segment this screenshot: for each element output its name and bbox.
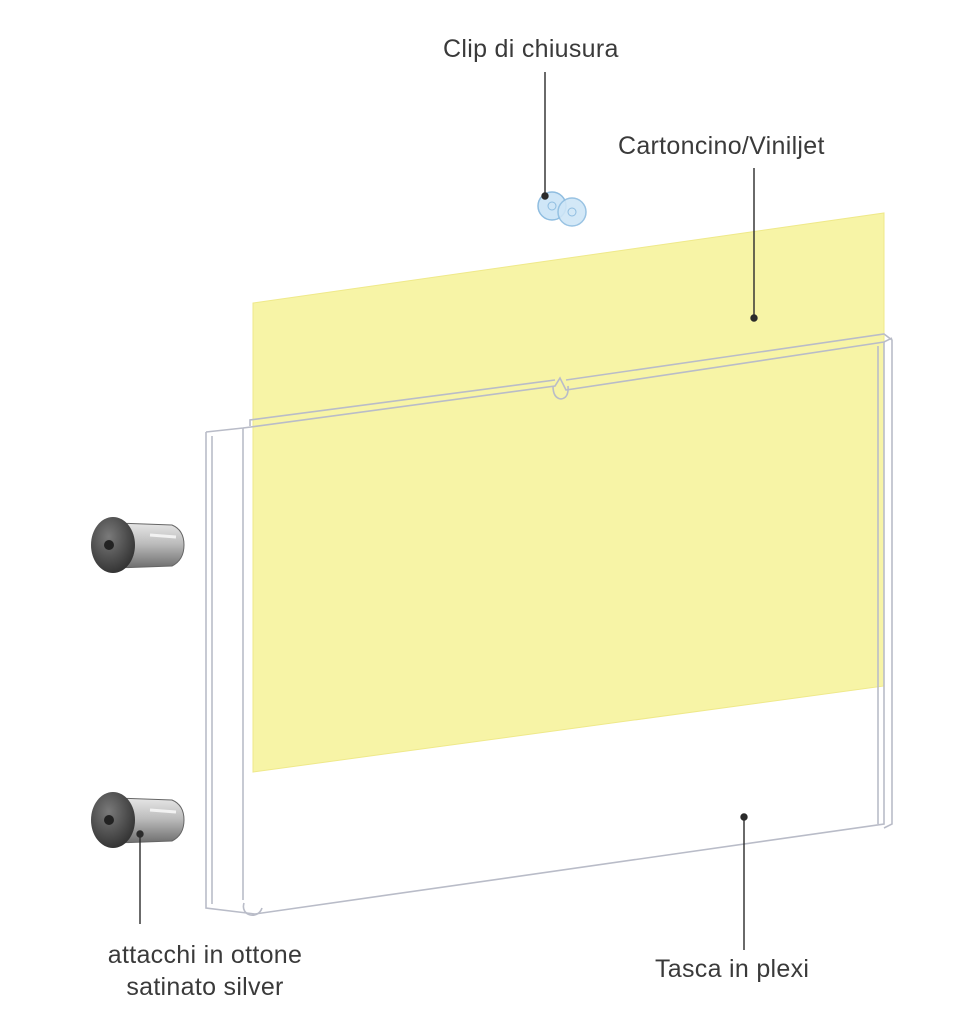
plexi-pocket <box>205 333 893 916</box>
wall-fixing-top-icon <box>91 517 185 573</box>
label-attachments: attacchi in ottone satinato silver <box>60 939 350 1003</box>
label-clip: Clip di chiusura <box>443 35 619 63</box>
leader-lines <box>136 72 758 950</box>
closing-clip-icon <box>537 191 587 227</box>
label-attachments-line2: satinato silver <box>126 973 284 1001</box>
label-pocket: Tasca in plexi <box>655 955 810 983</box>
wall-fixing-bottom-icon <box>91 792 185 848</box>
label-attachments-line1: attacchi in ottone <box>107 941 303 969</box>
card-sheet <box>252 212 885 773</box>
label-card: Cartoncino/Viniljet <box>618 132 825 160</box>
pocket-notch <box>552 385 569 400</box>
